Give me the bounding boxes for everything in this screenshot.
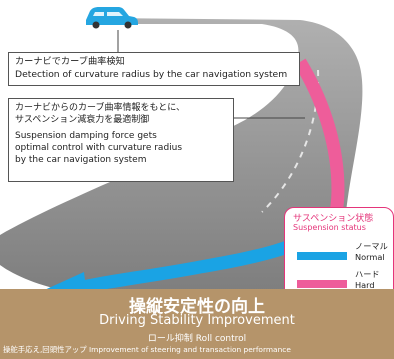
legend-swatch-hard	[297, 280, 347, 288]
banner-description: 操舵手応え,回頭性アップ Improvement of steering and…	[3, 345, 291, 354]
suspension-legend: サスペンション状態 Suspension status ノーマル Normal …	[284, 207, 394, 299]
legend-label-normal-ja: ノーマル	[355, 241, 388, 251]
callout-line: optimal control with curvature radius	[15, 143, 183, 153]
benefit-banner: 操縦安定性の向上 Driving Stability Improvement ロ…	[0, 289, 394, 359]
banner-title: 操縦安定性の向上	[129, 297, 265, 317]
banner-subtitle: ロール抑制 Roll control	[147, 334, 247, 344]
legend-subtitle: Suspension status	[293, 223, 366, 232]
callout-damping-control: カーナビからのカーブ曲率情報をもとに、 サスペンション減衰力を最適制御 Susp…	[8, 98, 234, 182]
callout-line: by the car navigation system	[15, 155, 147, 165]
legend-label-hard-ja: ハード	[355, 269, 380, 279]
legend-title: サスペンション状態	[293, 214, 374, 224]
legend-label-normal-en: Normal	[355, 252, 385, 262]
callout-line: サスペンション減衰力を最適制御	[15, 115, 150, 125]
car-icon	[86, 7, 138, 29]
legend-label-hard-en: Hard	[355, 280, 375, 290]
legend-swatch-normal	[297, 252, 347, 260]
callout-line: カーナビからのカーブ曲率情報をもとに、	[15, 103, 186, 113]
callout-line: Detection of curvature radius by the car…	[15, 68, 288, 80]
callout-curvature-detection: カーナビでカーブ曲率検知 Detection of curvature radi…	[8, 52, 300, 86]
callout-line: Suspension damping force gets	[15, 131, 157, 141]
callout-line: カーナビでカーブ曲率検知	[15, 56, 125, 67]
banner-title-english: Driving Stability Improvement	[99, 313, 295, 328]
